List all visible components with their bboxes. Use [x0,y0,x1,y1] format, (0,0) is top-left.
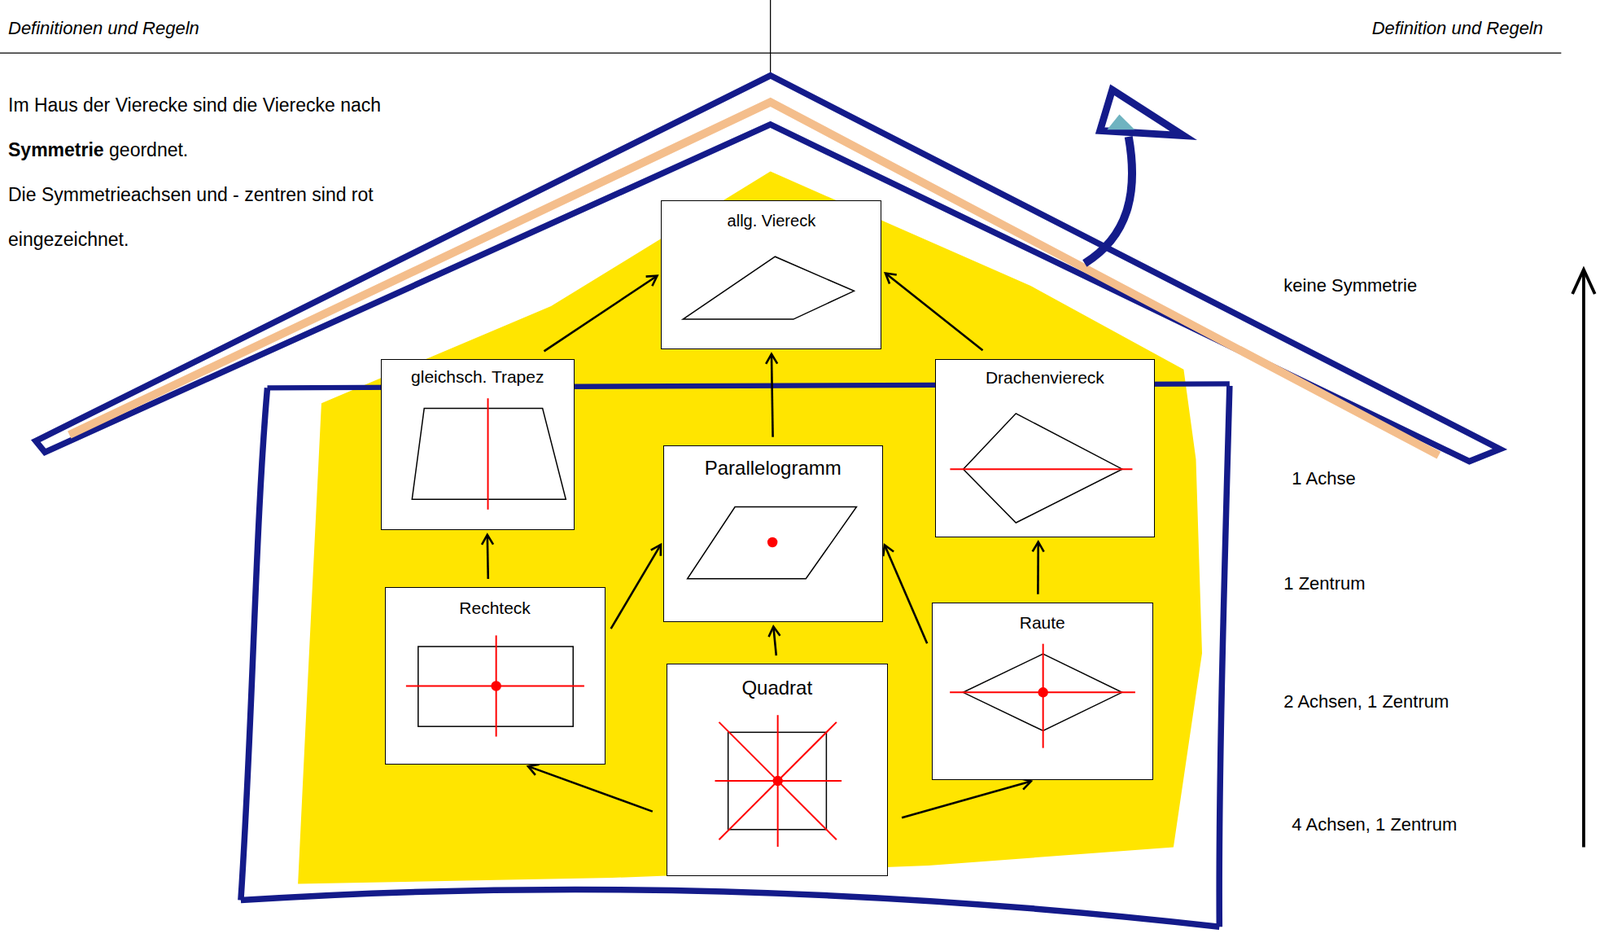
general-quadrilateral-box: allg. Viereck [660,200,882,350]
shape-title: Quadrat [667,676,888,700]
kite-box: Drachenviereck [935,358,1156,537]
roof-stripe [69,101,1439,455]
hierarchy-arrow [771,354,774,438]
hierarchy-arrow [1036,541,1040,594]
symmetry-level: 2 Achsen, 1 Zentrum [1283,690,1449,713]
hierarchy-arrow [773,626,776,656]
hierarchy-arrow [901,781,1032,818]
hierarchy-arrow [885,273,984,351]
hierarchy-arrow [611,544,661,629]
shape-title: Raute [932,612,1153,633]
scale-arrow [1582,271,1586,847]
shape-title: gleichsch. Trapez [381,366,574,387]
symmetry-level: 4 Achsen, 1 Zentrum [1291,813,1457,835]
chimney-cap [1100,89,1185,136]
rhombus-box: Raute [931,602,1154,780]
chimney-pipe [1084,136,1133,263]
page-header: Definition und Regeln [1372,17,1544,40]
square-box: Quadrat [666,663,888,876]
shape-title: allg. Viereck [661,210,881,231]
hierarchy-arrow [486,534,490,579]
shape-title: Rechteck [385,597,605,618]
symmetry-level: 1 Achse [1291,467,1356,490]
house-wall [240,387,268,900]
isosceles-trapezoid-box: gleichsch. Trapez [380,358,575,529]
parallelogram-box: Parallelogramm [663,445,884,622]
symmetry-level: 1 Zentrum [1283,572,1365,595]
header-rule [0,52,1561,54]
hierarchy-arrow [528,765,653,811]
house-wall [1219,385,1230,927]
intro-line: Die Symmetrieachsen und - zentren sind r… [8,183,374,250]
house-floor [240,889,1220,927]
intro-keyword: Symmetrie [8,139,105,161]
intro-text: Im Haus der Vierecke sind die Vierecke n… [8,83,489,263]
symmetry-level: keine Symmetrie [1283,275,1417,297]
intro-line: Im Haus der Vierecke sind die Vierecke n… [8,94,381,116]
page-header: Definitionen und Regeln [8,17,200,40]
rectangle-box: Rechteck [384,586,606,765]
hierarchy-arrow [884,544,927,643]
shape-title: Parallelogramm [664,456,883,481]
scale-arrowhead [1572,269,1596,294]
hierarchy-arrow [543,275,657,352]
shape-title: Drachenviereck [935,367,1155,388]
chimney-mark [1106,113,1135,130]
intro-line: geordnet. [109,139,188,161]
house-roof [35,75,1500,462]
